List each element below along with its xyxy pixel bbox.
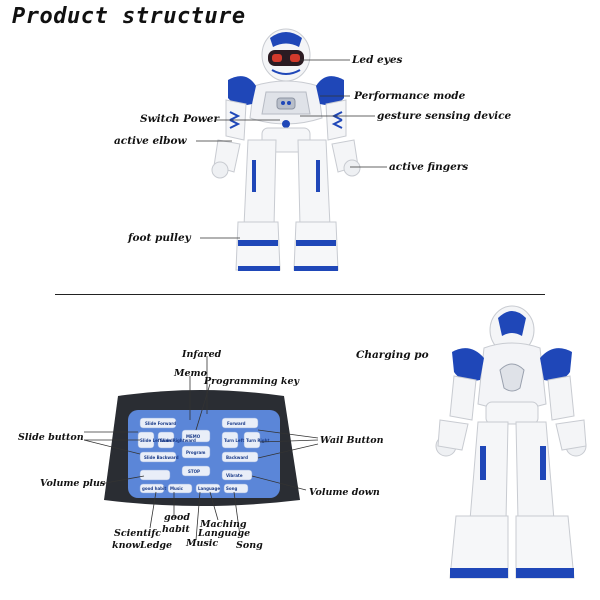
label-slide-button: Slide button [18, 432, 84, 443]
page-title: Product structure [12, 4, 246, 29]
top-leader-lines [196, 59, 387, 239]
label-programming-key: Programming key [204, 376, 300, 387]
key-backward: Backward [226, 455, 248, 460]
label-foot-pulley: foot pulley [128, 232, 191, 244]
remote-leader-lines [83, 356, 319, 541]
key-slide-left: Slide Leftward [140, 438, 173, 443]
label-charging-port: Charging po [356, 349, 429, 361]
key-stop: STOP [188, 469, 200, 474]
key-memo: MEMO [186, 434, 201, 439]
label-music: Music [186, 538, 219, 549]
key-slide-forward: Slide Forward [145, 421, 176, 426]
label-volume-down: Volume down [309, 487, 380, 498]
label-language: Language [198, 528, 251, 539]
key-language: Language [198, 486, 220, 491]
key-vibrate: Vibrate [226, 473, 243, 478]
key-song: Song [226, 486, 237, 491]
label-maching: Maching [200, 519, 247, 530]
label-infared: Infared [182, 349, 222, 360]
label-switch-power: Switch Power [140, 113, 220, 125]
label-performance-mode: Performance mode [354, 90, 466, 102]
robot-legs [235, 139, 339, 271]
key-turn-left: Turn Left [224, 438, 244, 443]
label-memo: Memo [174, 368, 207, 379]
key-turn-right: Turn Right [246, 438, 270, 443]
label-active-fingers: active fingers [389, 161, 469, 173]
label-volume-plus: Volume plus [40, 478, 106, 489]
key-good-habit: good habit [142, 486, 166, 491]
label-good: good [164, 512, 190, 523]
robot-head [261, 28, 311, 82]
key-music: Music [170, 486, 184, 491]
label-led-eyes: Led eyes [352, 54, 403, 66]
label-song: Song [236, 540, 263, 551]
robot-back-view [435, 305, 587, 579]
key-forward: Forward [227, 421, 246, 426]
label-active-elbow: active elbow [114, 135, 187, 147]
label-scientific: Scientifc [114, 528, 162, 539]
divider [55, 294, 545, 295]
key-program: Program [186, 450, 205, 455]
key-slide-right: Slide Rightward [160, 438, 196, 443]
label-habit: habit [162, 524, 190, 535]
label-gesture-sensing: gesture sensing device [377, 110, 512, 122]
label-wail-button: Wail Button [320, 435, 384, 446]
label-knowledge: knowLedge [112, 540, 173, 551]
key-slide-backward: Slide Backward [144, 455, 179, 460]
remote-control: Slide Forward Forward Slide Leftward Sli… [104, 390, 300, 506]
